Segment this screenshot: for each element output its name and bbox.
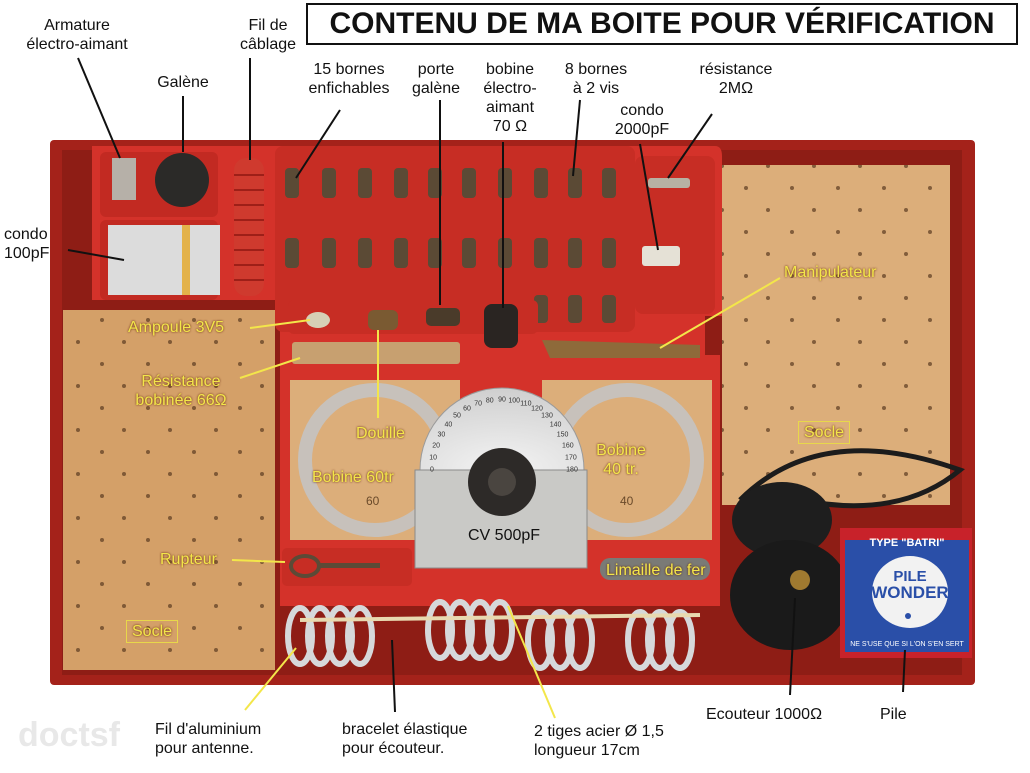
label-8-bornes: 8 bornes à 2 vis [564, 61, 628, 97]
label-pile: Pile [880, 706, 907, 723]
aluminium-coils [285, 599, 695, 671]
label-ecouteur: Ecouteur 1000Ω [706, 706, 823, 723]
dial-number: 130 [541, 412, 553, 420]
morse-key [542, 340, 700, 358]
label-bracelet: bracelet élastique pour écouteur. [342, 721, 468, 757]
spring-socket [368, 310, 398, 330]
bulb [306, 312, 330, 328]
dial-number: 30 [437, 431, 446, 439]
wire-spool [234, 158, 264, 296]
label-tiges: 2 tiges acier Ø 1,5 longueur 17cm [534, 723, 664, 759]
galene-disc [155, 153, 209, 207]
dial-number: 140 [549, 421, 562, 429]
resistor-2m [648, 178, 690, 188]
rupteur-ring [289, 554, 321, 578]
watermark: doctsf [18, 716, 120, 754]
battery-brand-2: WONDER [871, 583, 949, 602]
label-armature: Armature électro-aimant [26, 17, 128, 53]
cv-dial [419, 387, 585, 471]
dial-number: 60 [463, 405, 471, 413]
battery-type: TYPE "BATRI" [869, 537, 945, 549]
dial-number: 50 [453, 412, 461, 420]
wound-resistor [292, 342, 460, 364]
label-galene: Galène [157, 74, 209, 91]
label-condo-2000: condo 2000pF [614, 102, 670, 138]
capacitor-2000 [642, 246, 680, 266]
label-resistance-bobinee: Résistance bobinée 66Ω [135, 373, 227, 409]
galena-holder [426, 308, 460, 326]
battery-slogan: NE S'USE QUE SI L'ON S'EN SERT [850, 641, 964, 648]
dial-number: 100 [508, 397, 521, 405]
leader-lines-yellow [231, 277, 781, 719]
page-title: CONTENU DE MA BOITE POUR VÉRIFICATION [306, 3, 1018, 45]
dial-number: 40 [444, 421, 453, 429]
label-condo-100: condo 100pF [4, 226, 50, 262]
label-resistance-2m: résistance 2MΩ [699, 61, 773, 97]
label-socle-left: Socle [126, 620, 179, 643]
label-manipulateur: Manipulateur [784, 264, 877, 281]
armature-piece [112, 158, 136, 200]
dial-number: 180 [566, 466, 578, 474]
label-15-bornes: 15 bornes enfichables [308, 61, 390, 97]
dial-number: 80 [485, 397, 494, 405]
label-douille: Douille [356, 425, 405, 442]
dial-number: 110 [520, 400, 532, 408]
limaille-tube [600, 558, 710, 580]
label-fil-alu: Fil d'aluminium pour antenne. [155, 721, 262, 757]
label-bobine-electro: bobine électro- aimant 70 Ω [483, 61, 537, 135]
battery [840, 528, 972, 658]
coil-mark-40: 40 [620, 494, 634, 508]
label-rupteur: Rupteur [160, 551, 217, 568]
label-bobine-40: Bobine 40 tr. [596, 442, 646, 478]
label-socle-right: Socle [798, 421, 851, 444]
dial-number: 160 [561, 442, 574, 450]
dial-number: 0 [430, 466, 434, 474]
dial-number: 170 [565, 454, 577, 462]
coil-mark-60: 60 [366, 494, 380, 508]
label-cv: CV 500pF [468, 527, 541, 544]
dial-number: 70 [474, 400, 482, 408]
electromagnet-coil [484, 304, 518, 348]
terminals-row-1 [285, 168, 616, 198]
dial-number: 150 [556, 431, 569, 439]
battery-brand-1: PILE [893, 568, 927, 585]
label-bobine-60: Bobine 60tr [312, 469, 394, 486]
dial-number: 20 [432, 442, 441, 450]
condo-100-foil [108, 225, 220, 295]
label-ampoule: Ampoule 3V5 [128, 319, 225, 336]
earphone [730, 448, 965, 650]
dial-number: 90 [498, 396, 506, 404]
label-limaille: Limaille de fer [606, 562, 706, 579]
dial-number: 10 [429, 454, 437, 462]
label-fil-cablage: Fil de câblage [239, 17, 297, 53]
label-porte-galene: porte galène [411, 61, 461, 97]
leader-lines [67, 57, 906, 713]
dial-number: 120 [531, 405, 543, 413]
